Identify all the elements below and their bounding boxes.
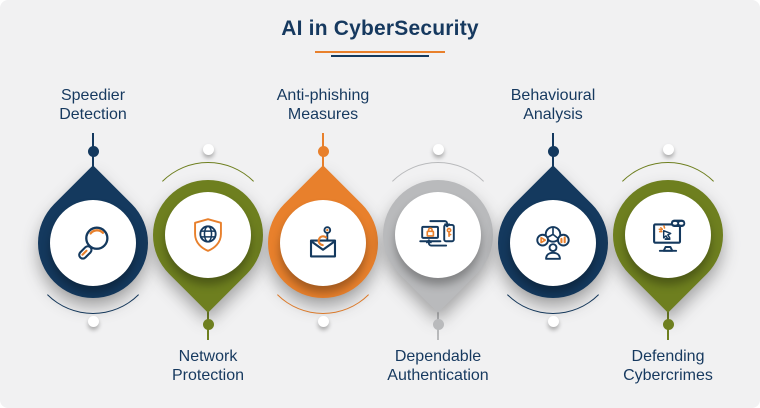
connector-dot xyxy=(202,319,214,330)
icon-circle xyxy=(165,192,251,278)
page-title: AI in CyberSecurity xyxy=(281,17,479,40)
connector-dot xyxy=(547,146,559,157)
phishing-email-icon xyxy=(309,226,337,258)
icon-circle xyxy=(280,200,366,286)
accent-arc xyxy=(143,162,273,292)
end-dot xyxy=(662,144,674,155)
icon-circle xyxy=(395,192,481,278)
accent-arc xyxy=(373,162,503,292)
item-label: Dependable Authentication xyxy=(387,348,489,384)
cybercrime-monitor-icon xyxy=(653,219,686,252)
connector-dot xyxy=(87,146,99,157)
end-dot xyxy=(432,144,444,155)
magnifier-icon xyxy=(78,226,109,260)
item-label: Network Protection xyxy=(171,348,245,384)
item-network-protection: Network Protection xyxy=(130,0,286,408)
shield-globe-icon xyxy=(194,218,222,252)
accent-arc xyxy=(258,184,388,314)
item-label: Defending Cybercrimes xyxy=(623,348,713,384)
icon-circle xyxy=(510,200,596,286)
behaviour-analysis-icon xyxy=(536,226,570,260)
icon-circle xyxy=(625,192,711,278)
item-dependable-authentication: Dependable Authentication xyxy=(360,0,516,408)
connector-dot xyxy=(317,146,329,157)
item-label: Anti-phishing Measures xyxy=(276,87,370,123)
item-behavioural-analysis: Behavioural Analysis xyxy=(475,0,631,408)
end-dot xyxy=(87,316,99,327)
end-dot xyxy=(202,144,214,155)
end-dot xyxy=(547,316,559,327)
title-underline-navy xyxy=(331,55,429,57)
item-anti-phishing-measures: Anti-phishing Measures xyxy=(245,0,401,408)
item-label: Speedier Detection xyxy=(59,87,127,123)
item-defending-cybercrimes: Defending Cybercrimes xyxy=(590,0,746,408)
accent-arc xyxy=(28,184,158,314)
accent-arc xyxy=(603,162,733,292)
connector-dot xyxy=(662,319,674,330)
end-dot xyxy=(317,316,329,327)
icon-circle xyxy=(50,200,136,286)
device-authentication-icon xyxy=(419,220,455,247)
title-underline-orange xyxy=(315,51,445,53)
accent-arc xyxy=(488,184,618,314)
item-label: Behavioural Analysis xyxy=(510,87,596,123)
item-speedier-detection: Speedier Detection xyxy=(15,0,171,408)
connector-dot xyxy=(432,319,444,330)
